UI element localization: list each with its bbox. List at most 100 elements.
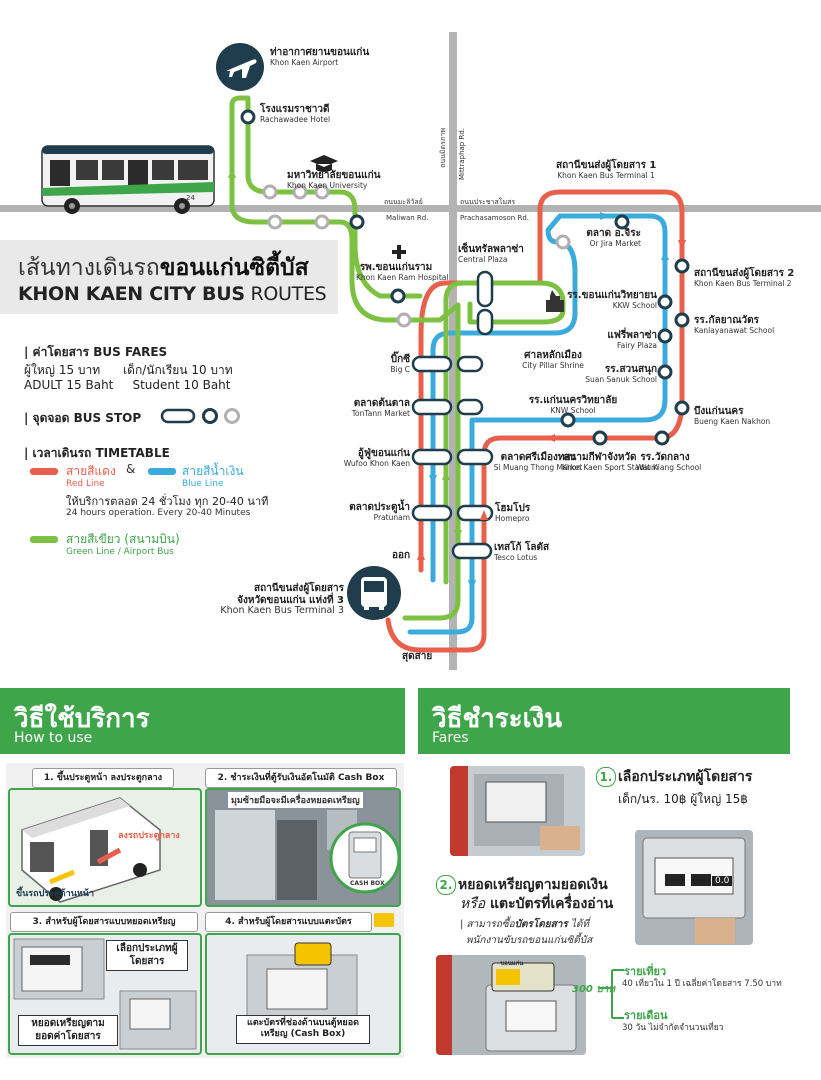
page-title-th: เส้นทางเดินรถขอนแก่นซิตี้บัส (18, 255, 309, 281)
busstop-legend (160, 408, 240, 424)
card-tap-photo (246, 942, 358, 1026)
road-label-maliwan: ถนนมะลิวัลย์ (384, 198, 423, 206)
card-note: | สามารถซื้อบัตรโดยสาร ได้ที่ (460, 919, 590, 930)
direction-arrows (228, 168, 686, 590)
graduation-cap-icon (310, 155, 338, 172)
timetable-header: | เวลาเดินรถ TIMETABLE (24, 446, 170, 460)
step1-in-label: ขึ้นรถประตูด้านหน้า (16, 889, 95, 899)
fare-step1-sub: เด็ก/นร. 10฿ ผู้ใหญ่ 15฿ (618, 792, 748, 806)
screen-value: 0.0 (712, 876, 733, 886)
amp: & (126, 462, 136, 476)
fares-th: ผู้ใหญ่ 15 บาท เด็ก/นักเรียน 10 บาท (24, 363, 233, 377)
fares-title-th: วิธีชำระเงิน (432, 704, 562, 734)
step4-label: 4. สำหรับผู้โดยสารแบบแตะบัตร (205, 912, 372, 932)
mittraphap-road (449, 32, 457, 670)
bus-number: 24 (186, 194, 195, 202)
fare-step1: 1.เลือกประเภทผู้โดยสาร (596, 766, 752, 788)
step1-panel (8, 788, 202, 907)
trip-title: รายเที่ยว (624, 965, 667, 978)
fare-photo-2 (635, 830, 753, 945)
bus-door-illustration (21, 797, 161, 903)
stop-rachawadee: โรงแรมราชาวดีRachawadee Hotel (260, 104, 331, 124)
green-line-th: สายสีเขียว (สนามบิน) (66, 532, 180, 546)
title-box (0, 240, 338, 314)
fare-step2: 2.หยอดเหรียญตามยอดเงิน (436, 874, 608, 896)
price-bracket (600, 969, 624, 1019)
month-title: รายเดือน (624, 1009, 668, 1022)
green-line (443, 280, 566, 585)
stop-terminal3: สถานีขนส่งผู้โดยสารจังหวัดขอนแก่น แห่งที… (220, 583, 344, 616)
stop-bigc: บิ๊กซีBig C (390, 354, 410, 374)
fares-header: | ค่าโดยสาร BUS FARES (24, 345, 168, 359)
step3-select-label: เลือกประเภทผู้โดยสาร (106, 940, 188, 971)
trip-desc: 40 เที่ยวใน 1 ปี เฉลี่ยค่าโดยสาร 7.50 บา… (622, 979, 782, 989)
step4-tap-label: แตะบัตรที่ช่องด้านบนตู้หยอดเหรียญ (Cash … (236, 1015, 370, 1044)
card-price: 300 บาท (572, 984, 615, 995)
stop-out: ออก (392, 550, 411, 561)
stop-end: สุดสาย (402, 651, 433, 662)
step2-panel (205, 788, 401, 907)
green-line-swatch (30, 536, 58, 543)
road-label-maliwan-en: Maliwan Rd. (386, 214, 429, 222)
grey-stops (262, 184, 571, 328)
hours-en: 24 hours operation. Every 20-40 Minutes (66, 508, 251, 518)
step1-label: 1. ขึ้นประตูหน้า ลงประตูกลาง (32, 768, 174, 788)
road-label-prachasamoson-en: Prachasamoson Rd. (460, 214, 530, 222)
blue-line (407, 213, 668, 635)
red-line-th: สายสีแดง (66, 464, 116, 478)
route-map (0, 32, 821, 670)
airplane-icon (226, 59, 257, 78)
navy-stops (240, 109, 690, 446)
fares-en: ADULT 15 Baht Student 10 Baht (24, 378, 231, 392)
road-label-prachasamoson: ถนนประชาสโมสร (460, 198, 516, 206)
road-label-mittraphap: ถนนมิตรภาพ (439, 128, 447, 168)
step1-out-label: ลงรถประตูกลาง (118, 831, 180, 841)
fare-photo-3 (436, 955, 586, 1055)
step3-label: 3. สำหรับผู้โดยสารแบบหยอดเหรียญ (10, 912, 198, 932)
step2-note: มุมซ้ายมือจะมีเครื่องหยอดเหรียญ (228, 792, 363, 808)
hospital-icon (392, 245, 406, 259)
red-line-en: Red Line (66, 479, 105, 489)
step2-label: 2. ชำระเงินที่ตู้รับเงินอัตโนมัติ Cash B… (205, 768, 397, 788)
fares-section-header (418, 688, 790, 754)
month-desc: 30 วัน ไม่จำกัดจำนวนเที่ยว (622, 1023, 724, 1033)
page-title-en: KHON KAEN CITY BUS ROUTES (18, 283, 327, 305)
fare-photo-1 (450, 766, 585, 856)
bus-illustration (41, 145, 215, 214)
coin-kiosk-photo (13, 938, 197, 1050)
road-label-mittraphap-en: Mittraphap Rd. (458, 128, 466, 181)
green-line-south (402, 302, 461, 621)
howto-title-en: How to use (14, 730, 93, 746)
howto-title-th: วิธีใช้บริการ (14, 704, 150, 734)
bus-interior-photo (207, 790, 399, 905)
blue-line-en: Blue Line (182, 479, 224, 489)
maliwan-road (0, 205, 821, 212)
card-brand: ขอนแก่น (500, 960, 524, 967)
howto-header (0, 688, 405, 754)
shrine-icon (546, 290, 564, 312)
blue-line-th: สายสีน้ำเงิน (182, 464, 244, 478)
blue-line-swatch (148, 468, 176, 475)
